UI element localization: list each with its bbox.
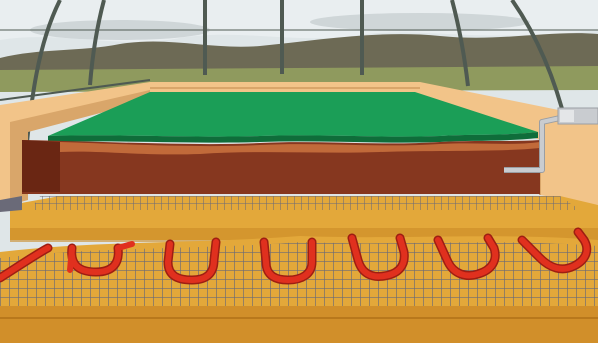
soil-layer xyxy=(22,140,540,194)
upper-sand-layer xyxy=(0,196,598,242)
heating-cable-layer xyxy=(0,236,598,343)
